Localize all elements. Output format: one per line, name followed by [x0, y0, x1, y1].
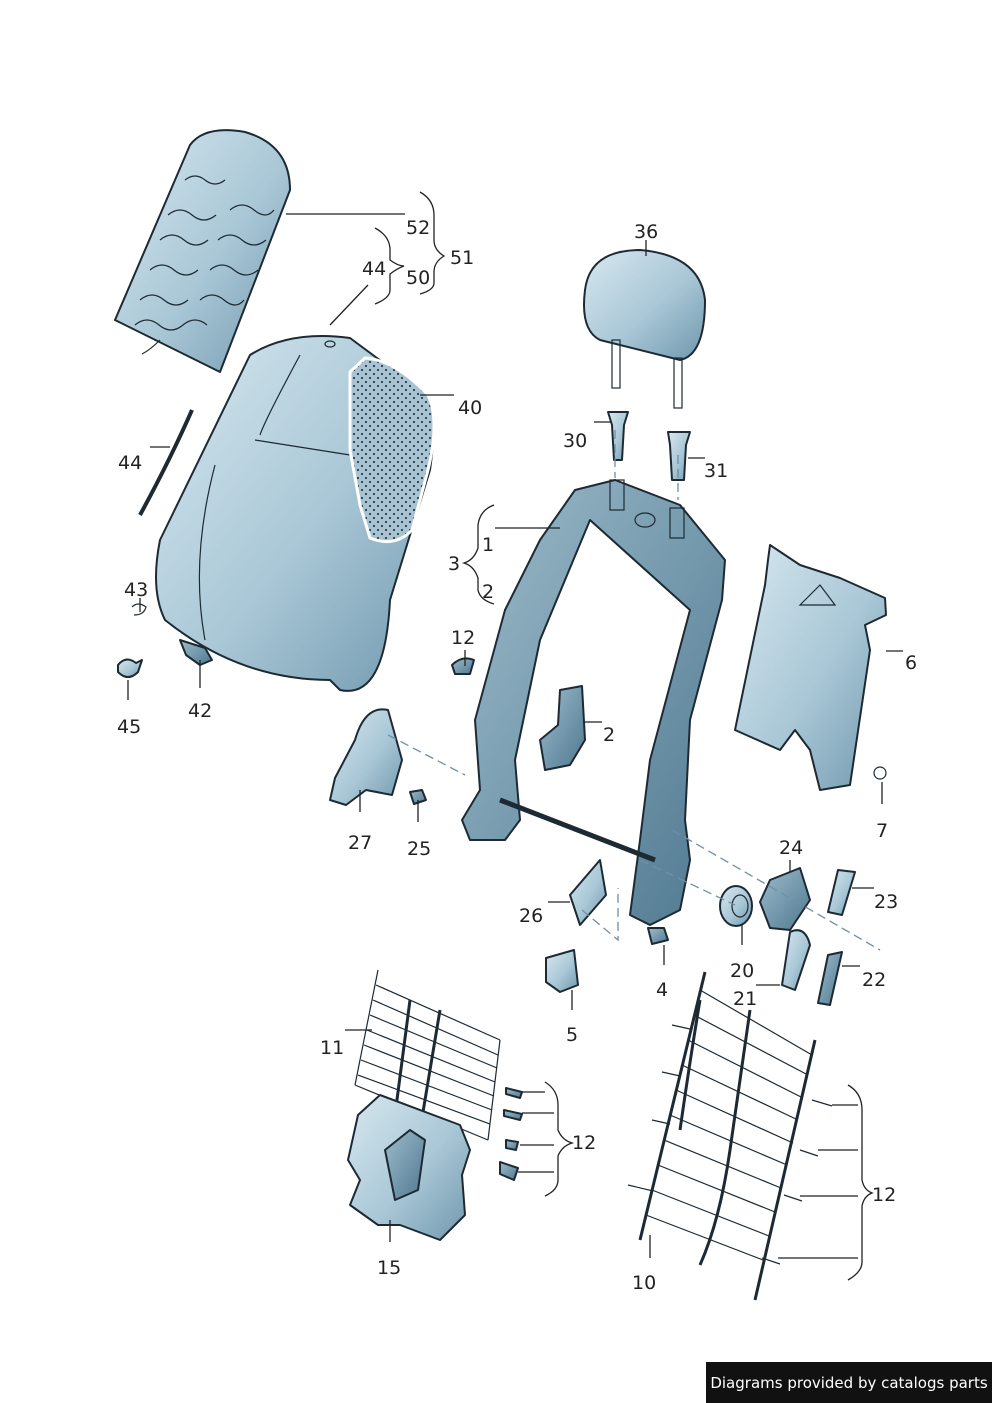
callout-5: 5	[566, 1024, 578, 1046]
callout-51: 51	[450, 247, 474, 269]
callout-12b: 12	[572, 1132, 596, 1154]
handle-23	[827, 869, 856, 916]
guide-31	[667, 431, 691, 481]
lever-21	[781, 929, 811, 991]
callout-25: 25	[407, 838, 431, 860]
heating-mat	[114, 129, 291, 373]
callout-27: 27	[348, 832, 372, 854]
callout-2b: 2	[603, 724, 615, 746]
guide-30	[607, 411, 629, 461]
callout-22: 22	[862, 969, 886, 991]
connector-bracket-42	[179, 639, 213, 666]
callout-42: 42	[188, 700, 212, 722]
lumbar-mat-11	[354, 969, 501, 1141]
leader-lines	[127, 213, 903, 1259]
backrest-panel	[734, 544, 887, 791]
callout-labels: 52 51 50 44 40 44 43 45 42 27 25 12 1 3 …	[117, 217, 917, 1294]
callout-2a: 2	[482, 581, 494, 603]
assembly-axis-lines	[387, 430, 881, 951]
spring-mat-10	[627, 971, 833, 1301]
callout-30: 30	[563, 430, 587, 452]
callout-26: 26	[519, 905, 543, 927]
lumbar-plate-15	[347, 1094, 471, 1241]
callout-45: 45	[117, 716, 141, 738]
backrest-cover	[155, 335, 436, 692]
callout-24: 24	[779, 837, 803, 859]
callout-36: 36	[634, 221, 658, 243]
callout-4: 4	[656, 979, 668, 1001]
callout-21: 21	[733, 988, 757, 1010]
callout-3: 3	[448, 553, 460, 575]
callout-10: 10	[632, 1272, 656, 1294]
diagram-credit-label: Diagrams provided by catalogs parts	[706, 1362, 992, 1403]
clip-43	[131, 603, 147, 616]
callout-40: 40	[458, 397, 482, 419]
bracket-26	[569, 859, 607, 926]
callout-7: 7	[876, 820, 888, 842]
callout-44a: 44	[362, 258, 386, 280]
callout-15: 15	[377, 1257, 401, 1279]
callout-44b: 44	[118, 452, 142, 474]
retaining-wire	[138, 409, 194, 516]
callout-12a: 12	[451, 627, 475, 649]
callout-1: 1	[482, 534, 494, 556]
cross-tube	[499, 797, 656, 863]
callout-43: 43	[124, 579, 148, 601]
bolt-4	[647, 927, 669, 945]
clip-12	[451, 657, 475, 675]
foam-pad	[348, 356, 436, 544]
cap-5	[545, 949, 579, 993]
recliner-drive	[539, 685, 586, 771]
backrest-frame	[461, 479, 726, 926]
trim-22	[817, 951, 843, 1006]
callout-12c: 12	[872, 1184, 896, 1206]
knob-20	[719, 885, 753, 927]
grouping-braces	[374, 191, 874, 1281]
expanding-rivet	[117, 658, 143, 678]
head-restraint	[583, 249, 706, 409]
callout-50: 50	[406, 267, 430, 289]
callout-6: 6	[905, 652, 917, 674]
callout-52: 52	[406, 217, 430, 239]
housing-24	[759, 867, 811, 931]
spring-clips	[499, 1087, 523, 1181]
callout-31: 31	[704, 460, 728, 482]
callout-20: 20	[730, 960, 754, 982]
screw-25	[409, 789, 427, 805]
nut-7	[873, 766, 887, 780]
callout-23: 23	[874, 891, 898, 913]
side-cover-27	[329, 708, 403, 806]
callout-11: 11	[320, 1037, 344, 1059]
